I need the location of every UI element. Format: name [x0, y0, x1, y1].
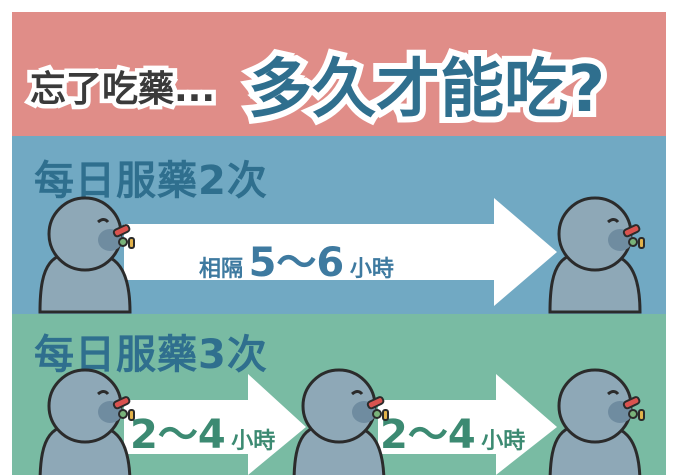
interval-label-three-2: 2～4 小時 [380, 402, 525, 460]
interval-value: 5～6 [248, 240, 345, 286]
interval-label-three-1: 2～4 小時 [130, 402, 275, 460]
interval-value: 2～4 [130, 412, 226, 458]
person-taking-pill-icon [38, 196, 645, 475]
section-heading-twice: 每日服藥2次 [34, 158, 268, 204]
arrow-icon [124, 374, 557, 475]
interval-unit: 小時 [481, 429, 526, 454]
interval-unit: 小時 [349, 257, 394, 282]
interval-prefix: 相隔 [199, 257, 244, 282]
section-heading-three-times: 每日服藥3次 [34, 332, 268, 378]
arrow-icon [124, 198, 557, 306]
title: 忘了吃藥... 多久才能吃? [12, 12, 666, 136]
title-small: 忘了吃藥... [25, 65, 219, 115]
title-big: 多久才能吃? [242, 47, 611, 133]
interval-unit: 小時 [231, 429, 276, 454]
title-band [12, 12, 666, 136]
interval-label-twice: 相隔 5～6 小時 [199, 230, 394, 288]
interval-value: 2～4 [380, 412, 476, 458]
infographic: 忘了吃藥... 多久才能吃? 每日服藥2次 相隔 5～6 小時 每日服藥3次 2… [12, 12, 666, 475]
